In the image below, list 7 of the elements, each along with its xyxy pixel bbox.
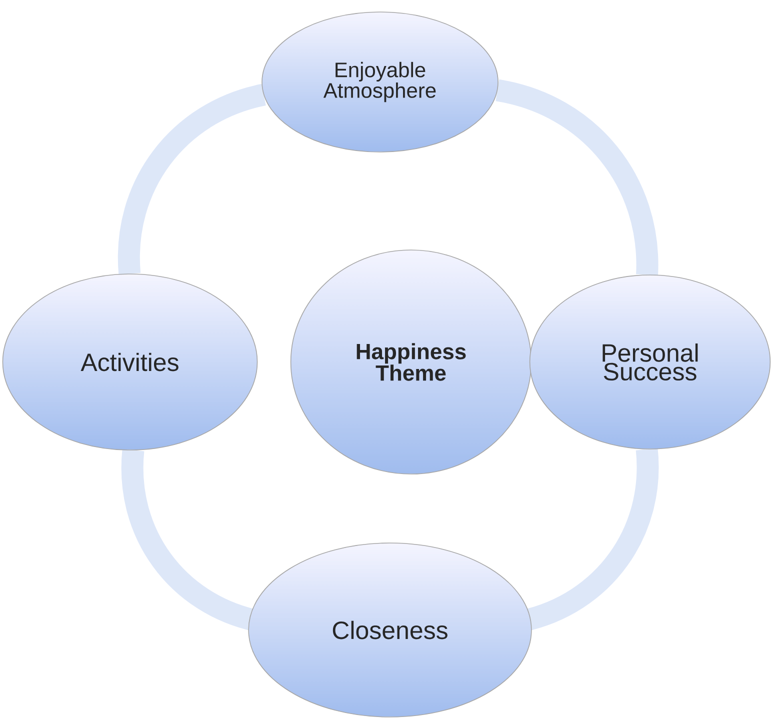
ellipse-node: Personal Success [529,274,771,450]
ellipse-node: Closeness [248,542,532,718]
ellipse-node: Enjoyable Atmosphere [262,12,498,152]
ring-segment [495,80,658,275]
ring-segment [118,84,267,274]
ellipse-node: Happiness Theme [290,250,532,474]
ellipse-node: Activities [2,274,258,450]
